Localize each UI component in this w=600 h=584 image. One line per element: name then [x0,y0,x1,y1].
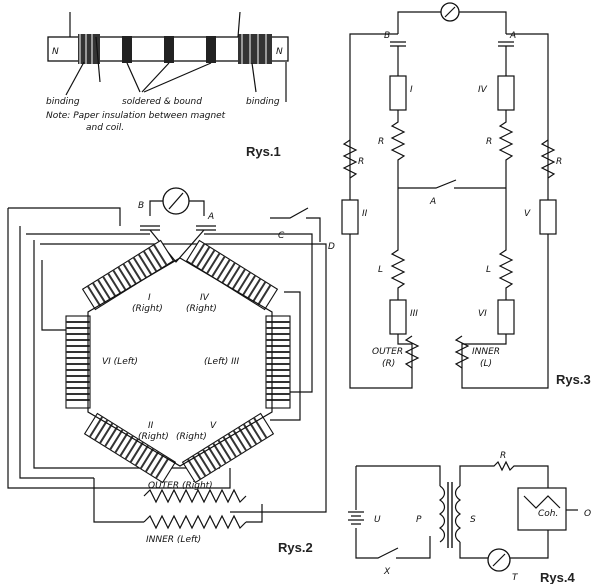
fig1-solder-band-2 [164,36,174,63]
fig1-solder-band-1 [122,36,132,63]
fig3-R-outer-right: R [556,157,562,167]
fig3-switch-label: A [429,197,436,207]
fig4-label-P: P [416,515,422,525]
fig4-label-X: X [383,567,391,577]
fig3-caption: Rys.3 [556,372,591,387]
fig2-inner-label: INNER (Left) [146,535,201,545]
fig2-hexagon-outline [87,257,273,467]
fig3-outer-sub: (R) [382,359,395,369]
fig4-label-O: O [584,509,591,519]
fig3-magnet-II [341,199,359,235]
fig2-coil-IV-label: IV [200,293,210,303]
fig3-magnet-IV [497,75,515,111]
fig4-label-T: T [512,573,519,583]
fig2-outer-resistor [143,488,247,504]
fig2-caption: Rys.2 [278,540,313,555]
fig2-outer-label: OUTER (Right) [148,481,213,491]
fig2-term-D: D [328,242,335,252]
fig1-label-binding-right: binding [246,97,280,107]
fig1-solder-band-3 [206,36,216,63]
fig3-mag-V-label: V [524,209,531,219]
fig3-L-left: L [378,265,383,275]
fig2-coil-III-label: (Left) III [204,357,239,367]
fig3-mag-VI-label: VI [478,309,487,319]
fig2-coil-V-label: V [210,421,217,431]
fig3-term-A: A [509,31,516,41]
fig3-inner-sub: (L) [480,359,492,369]
fig3-mag-III-label: III [410,309,418,319]
fig1-pole-right: N [276,47,283,57]
fig1-pole-left: N [52,47,59,57]
fig2-coil-VI [65,315,91,409]
fig4-label-U: U [374,515,381,525]
fig1-pointers-soldered [126,62,212,93]
fig4-secondary-coil [454,485,462,543]
fig3-mag-I-label: I [410,85,413,95]
fig1-lead-right-top [237,11,241,38]
fig2-coil-V [181,412,275,484]
fig2-term-A: A [207,212,214,222]
fig2-inner-resistor [143,514,247,530]
fig2-coil-V-side: (Right) [176,432,207,442]
fig2-coil-I [81,239,175,311]
fig3-term-B: B [384,31,390,41]
fig2-coil-IV-side: (Right) [186,304,217,314]
fig1-note-line2: and coil. [86,123,124,133]
fig2-coil-VI-label: VI (Left) [102,357,138,367]
fig4-label-R: R [500,451,506,461]
fig3-magnet-VI [497,299,515,335]
fig1-coil-left [78,34,100,64]
fig1-magnet-diagram: N N binding soldered & bound binding [46,11,289,159]
fig4-caption: Rys.4 [540,570,575,584]
fig3-magnet-III [389,299,407,335]
fig3-R-outer-left: R [358,157,364,167]
fig2-hexagon-diagram: B A C D [7,187,335,555]
fig2-coil-I-label: I [148,293,151,303]
fig2-term-C: C [278,231,285,241]
fig1-pointer-binding-left [65,61,85,96]
fig3-R-right: R [486,137,492,147]
fig3-magnet-V [539,199,557,235]
fig2-coil-II-side: (Right) [138,432,169,442]
fig3-R-left: R [378,137,384,147]
fig3-circuit-diagram: B A I R L III IV R L VI A R II R [341,2,591,389]
fig2-coil-II-label: II [148,421,154,431]
fig3-outer-label: OUTER [372,347,403,357]
fig4-label-coh: Coh. [538,509,558,519]
fig3-mag-IV-label: IV [478,85,488,95]
fig1-label-binding-left: binding [46,97,80,107]
fig4-coherer-box [517,487,567,531]
fig2-term-B: B [138,201,144,211]
fig3-inner-label: INNER [472,347,500,357]
fig1-pointer-binding-right [251,62,257,93]
fig2-coil-I-side: (Right) [132,304,163,314]
fig3-magnet-I [389,75,407,111]
fig1-caption: Rys.1 [246,144,281,159]
fig3-mag-II-label: II [362,209,368,219]
fig4-label-S: S [470,515,476,525]
fig1-lead-left-bottom [95,36,101,83]
fig1-label-soldered: soldered & bound [122,97,202,107]
fig2-coil-III [265,315,291,409]
fig4-coherer-diagram: U X P S R T Coh. O Rys.4 [348,451,591,584]
fig1-note-line1: Note: Paper insulation between magnet [46,111,226,121]
fig4-primary-coil [438,485,446,543]
fig2-coil-II [83,412,177,484]
fig1-coil-right [238,34,272,64]
fig3-L-right: L [486,265,491,275]
